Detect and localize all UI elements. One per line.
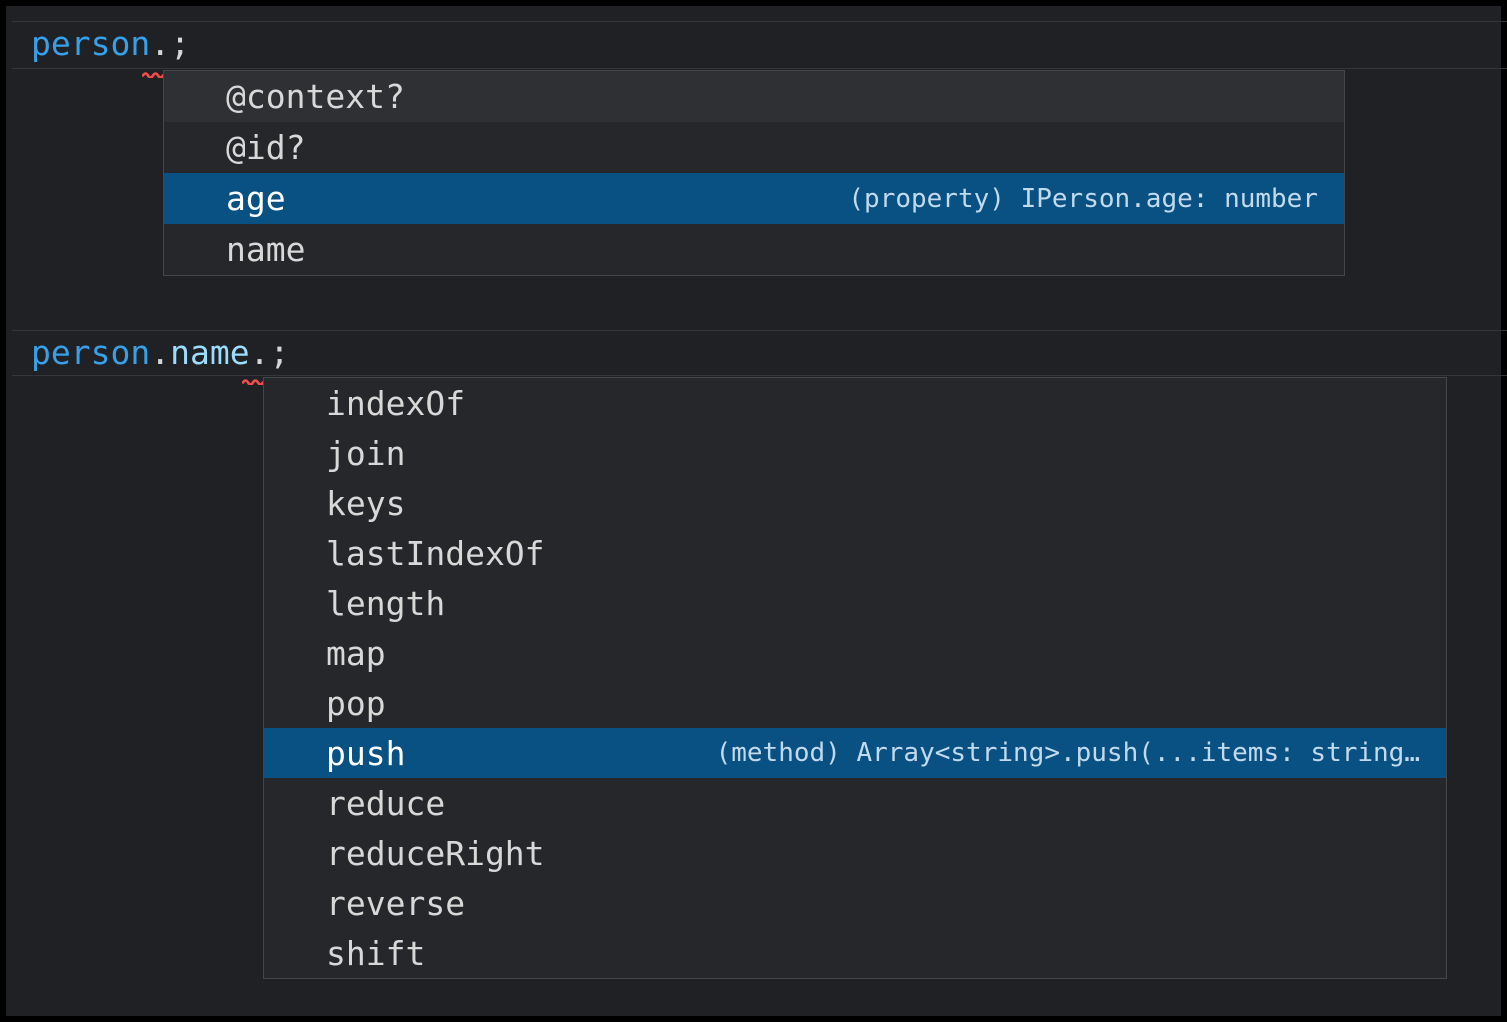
suggest-item-label: lastIndexOf (326, 533, 545, 573)
suggest-item-label: @id? (226, 128, 306, 167)
symbol-method-icon (276, 935, 314, 971)
suggest-item-label: age (226, 179, 286, 218)
suggest-item-detail: (method) Array<string>.push(...items: st… (715, 738, 1420, 768)
suggest-item[interactable]: @id? (164, 122, 1344, 173)
symbol-method-icon (276, 735, 314, 771)
suggest-item-label: reverse (326, 883, 466, 923)
token-variable: person (31, 24, 151, 63)
suggest-item[interactable]: map (264, 628, 1446, 678)
suggest-item[interactable]: lastIndexOf (264, 528, 1446, 578)
symbol-method-icon (276, 885, 314, 921)
suggest-item[interactable]: reduceRight (264, 828, 1446, 878)
token-dot: . (150, 333, 171, 372)
suggest-item[interactable]: indexOf (264, 378, 1446, 428)
suggest-item[interactable]: reverse (264, 878, 1446, 928)
token-property: name (170, 333, 250, 372)
suggest-item[interactable]: keys (264, 478, 1446, 528)
symbol-field-icon (176, 232, 214, 268)
token-dot: . (249, 333, 270, 372)
suggest-item-label: keys (326, 483, 406, 523)
suggest-item-label: name (226, 230, 306, 269)
token-semicolon: ; (269, 333, 290, 372)
current-line-border (12, 375, 1507, 376)
symbol-method-icon (276, 485, 314, 521)
suggest-item-selected[interactable]: age (property) IPerson.age: number (164, 173, 1344, 224)
suggest-item[interactable]: join (264, 428, 1446, 478)
current-line-border (12, 330, 1507, 331)
suggest-item[interactable]: pop (264, 678, 1446, 728)
current-line-border (12, 21, 1507, 22)
suggest-item-label: shift (326, 933, 426, 973)
suggest-item-label: length (326, 583, 446, 623)
suggest-item-label: indexOf (326, 383, 466, 423)
suggest-item-label: reduceRight (326, 833, 545, 873)
code-line-1[interactable]: person.; (31, 23, 190, 65)
suggest-item-label: push (326, 733, 406, 773)
token-semicolon: ; (170, 24, 190, 63)
suggest-item-label: join (326, 433, 406, 473)
token-dot: . (150, 24, 171, 63)
symbol-field-icon (176, 181, 214, 217)
suggest-widget-name: indexOf join keys lastIndexOf length map… (263, 377, 1447, 979)
symbol-method-icon (276, 635, 314, 671)
symbol-method-icon (276, 535, 314, 571)
code-line-2[interactable]: person.name.; (31, 332, 289, 374)
symbol-field-icon (176, 79, 214, 115)
suggest-item[interactable]: @context? (164, 71, 1344, 122)
editor-surface[interactable]: person.; @context? @id? age (property) I… (6, 6, 1507, 1016)
suggest-widget-person: @context? @id? age (property) IPerson.ag… (163, 70, 1345, 276)
symbol-method-icon (276, 785, 314, 821)
token-variable: person (31, 333, 151, 372)
symbol-method-icon (276, 435, 314, 471)
suggest-item[interactable]: reduce (264, 778, 1446, 828)
error-squiggle (141, 63, 165, 79)
error-squiggle (241, 370, 265, 386)
current-line-border (12, 68, 1507, 69)
symbol-method-icon (276, 685, 314, 721)
suggest-item-detail: (property) IPerson.age: number (848, 183, 1318, 214)
symbol-method-icon (276, 835, 314, 871)
suggest-item-selected[interactable]: push (method) Array<string>.push(...item… (264, 728, 1446, 778)
suggest-item[interactable]: name (164, 224, 1344, 275)
suggest-item-label: map (326, 633, 386, 673)
suggest-item-label: reduce (326, 783, 446, 823)
suggest-item[interactable]: shift (264, 928, 1446, 978)
symbol-field-icon (276, 585, 314, 621)
symbol-field-icon (176, 130, 214, 166)
suggest-item-label: @context? (226, 77, 405, 116)
symbol-method-icon (276, 385, 314, 421)
suggest-item[interactable]: length (264, 578, 1446, 628)
suggest-item-label: pop (326, 683, 386, 723)
